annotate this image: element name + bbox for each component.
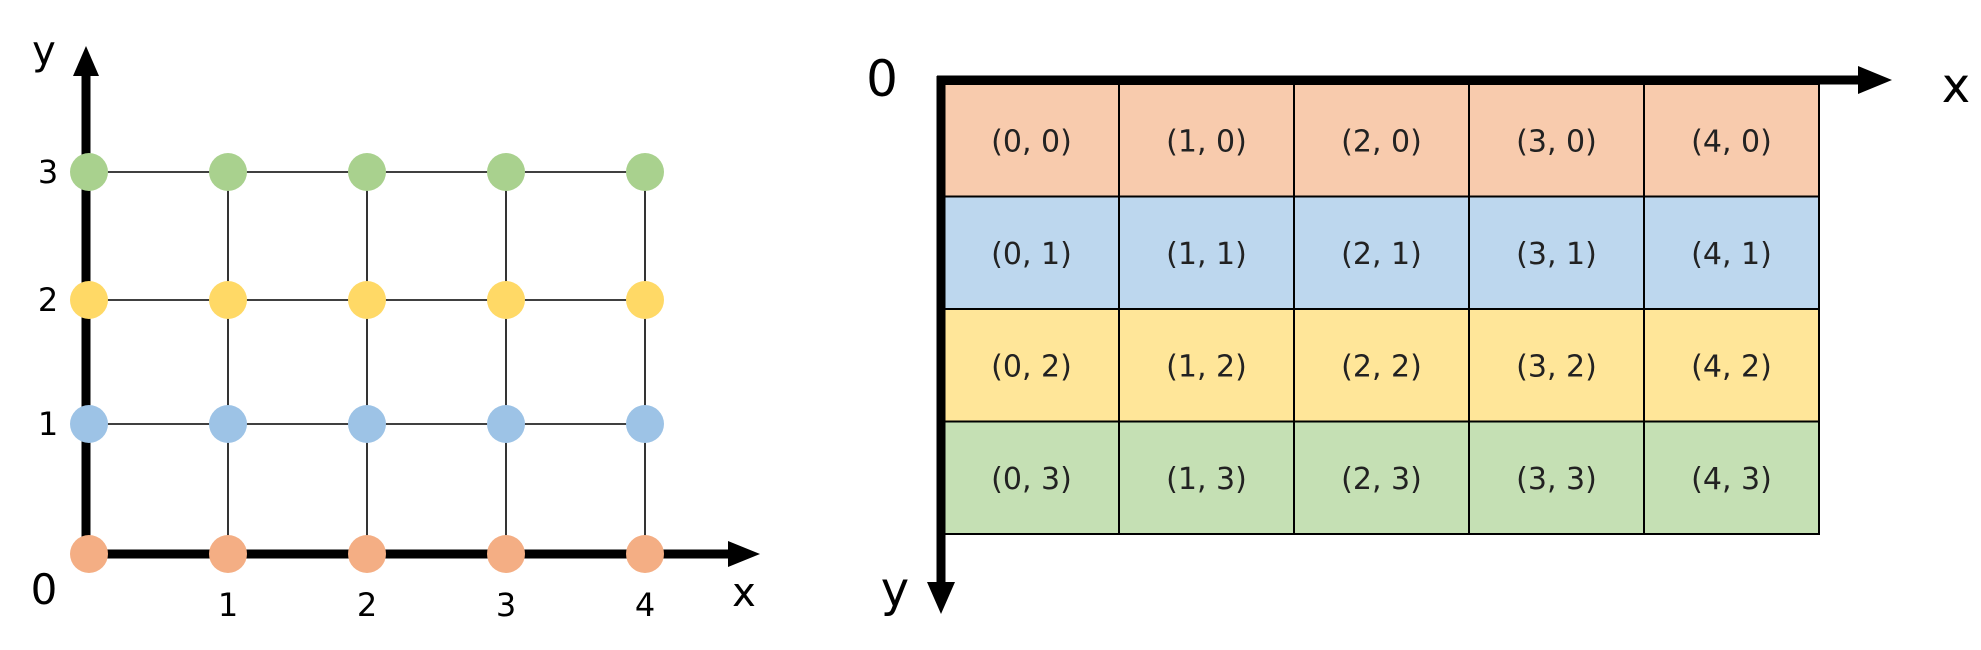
grid-point	[348, 405, 386, 443]
grid-point	[626, 535, 664, 573]
pixel-cell	[1643, 308, 1820, 423]
grid-point	[487, 281, 525, 319]
pixel-cell	[1643, 420, 1820, 535]
pixel-cell-label: (3, 0)	[1516, 124, 1597, 159]
grid-point	[70, 535, 108, 573]
pixel-cell	[1118, 420, 1295, 535]
pixel-cell	[1468, 83, 1645, 198]
grid-point	[348, 281, 386, 319]
grid-point	[70, 281, 108, 319]
grid-point	[487, 153, 525, 191]
pixel-cell-label: (1, 1)	[1166, 237, 1247, 272]
pixel-cell-label: (3, 3)	[1516, 462, 1597, 497]
grid-point	[487, 535, 525, 573]
x-tick-label: 2	[357, 586, 377, 624]
pixel-cell	[1643, 195, 1820, 310]
grid-point	[487, 405, 525, 443]
y-tick-label: 1	[38, 405, 58, 443]
grid-point	[348, 153, 386, 191]
grid-point	[70, 405, 108, 443]
pixel-cell-label: (0, 3)	[991, 462, 1072, 497]
left-y-axis-label: y	[32, 28, 56, 74]
pixel-cell-label: (0, 1)	[991, 237, 1072, 272]
grid-point	[626, 153, 664, 191]
grid-point	[626, 281, 664, 319]
pixel-cell-label: (4, 2)	[1691, 349, 1772, 384]
pixel-grid: (0, 0) (1, 0) (2, 0) (3, 0) (4, 0) (0, 1) (1, …	[943, 83, 1820, 535]
pixel-cell-label: (0, 0)	[991, 124, 1072, 159]
pixel-cell-label: (2, 2)	[1341, 349, 1422, 384]
right-y-axis-arrowhead	[927, 582, 955, 614]
grid-point	[348, 535, 386, 573]
left-y-axis-arrowhead	[73, 46, 99, 76]
pixel-cell-label: (4, 1)	[1691, 237, 1772, 272]
grid-point	[209, 405, 247, 443]
grid-point	[70, 153, 108, 191]
y-tick-labels: 1 2 3	[38, 153, 58, 443]
right-x-axis-arrowhead	[1858, 66, 1892, 94]
y-tick-label: 2	[38, 281, 58, 319]
grid-point	[209, 281, 247, 319]
left-x-axis-arrowhead	[728, 541, 760, 567]
pixel-cell-label: (1, 0)	[1166, 124, 1247, 159]
pixel-cell	[1293, 308, 1470, 423]
grid-point	[209, 535, 247, 573]
pixel-cell	[1468, 195, 1645, 310]
right-y-axis-label: y	[881, 562, 909, 618]
right-origin-label: 0	[866, 50, 898, 108]
pixel-cell	[1643, 83, 1820, 198]
pixel-cell-label: (2, 3)	[1341, 462, 1422, 497]
left-origin-label: 0	[31, 565, 58, 614]
pixel-cell-label: (4, 3)	[1691, 462, 1772, 497]
pixel-cell-label: (3, 2)	[1516, 349, 1597, 384]
pixel-cell-label: (1, 3)	[1166, 462, 1247, 497]
right-x-axis-label: x	[1942, 58, 1970, 114]
grid-points	[70, 153, 664, 573]
pixel-cell	[1468, 420, 1645, 535]
y-tick-label: 3	[38, 153, 58, 191]
pixel-cell-label: (0, 2)	[991, 349, 1072, 384]
x-tick-label: 1	[218, 586, 238, 624]
pixel-cell-label: (4, 0)	[1691, 124, 1772, 159]
pixel-cell-label: (2, 1)	[1341, 237, 1422, 272]
left-x-axis-label: x	[732, 570, 756, 616]
grid-point	[209, 153, 247, 191]
grid-lines	[89, 171, 646, 554]
pixel-cell-label: (2, 0)	[1341, 124, 1422, 159]
x-tick-label: 4	[635, 586, 655, 624]
x-tick-labels: 1 2 3 4	[218, 586, 655, 624]
pixel-cell-label: (1, 2)	[1166, 349, 1247, 384]
image-coordinate-panel: (0, 0) (1, 0) (2, 0) (3, 0) (4, 0) (0, 1) (1, …	[866, 50, 1970, 618]
grid-point	[626, 405, 664, 443]
x-tick-label: 3	[496, 586, 516, 624]
pixel-cell	[1293, 83, 1470, 198]
cartesian-grid-panel: y x 0 1 2 3 4 1 2 3	[31, 28, 760, 624]
pixel-cell	[943, 308, 1120, 423]
pixel-cell-label: (3, 1)	[1516, 237, 1597, 272]
